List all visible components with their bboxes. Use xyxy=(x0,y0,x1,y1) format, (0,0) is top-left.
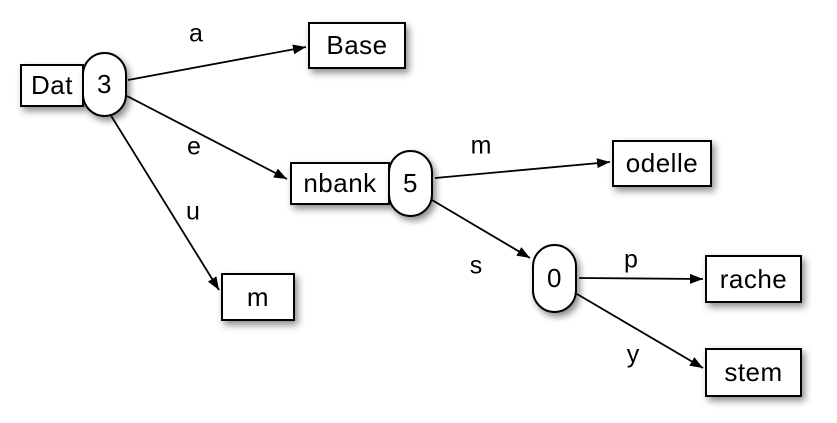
edge-label-y: y xyxy=(626,340,640,369)
node-dat-prefix: Dat xyxy=(20,64,84,107)
edge-dat3-nbank xyxy=(126,95,288,180)
edge-label-m: m xyxy=(470,131,492,160)
node-base: Base xyxy=(308,22,406,69)
edge-label-p: p xyxy=(624,245,638,274)
edge-label-u: u xyxy=(186,197,200,226)
edge-zero-rache xyxy=(578,273,704,284)
node-rache: rache xyxy=(705,255,802,303)
edge-dat3-base xyxy=(127,44,307,81)
edge-dat3-m xyxy=(109,113,220,291)
node-dat-count: 3 xyxy=(82,52,127,117)
edge-label-a: a xyxy=(189,19,203,48)
node-stem: stem xyxy=(705,348,802,397)
node-m: m xyxy=(221,273,295,321)
node-nbank-count: 5 xyxy=(388,150,433,217)
node-nbank: nbank xyxy=(290,162,390,205)
node-zero-count: 0 xyxy=(532,244,577,313)
edge-zero-stem xyxy=(576,293,704,369)
edge-nbank5-zero xyxy=(431,199,531,259)
node-odelle: odelle xyxy=(612,140,712,187)
edge-nbank5-odelle xyxy=(434,158,611,179)
edge-label-s: s xyxy=(469,251,483,280)
edge-label-e: e xyxy=(187,132,201,161)
